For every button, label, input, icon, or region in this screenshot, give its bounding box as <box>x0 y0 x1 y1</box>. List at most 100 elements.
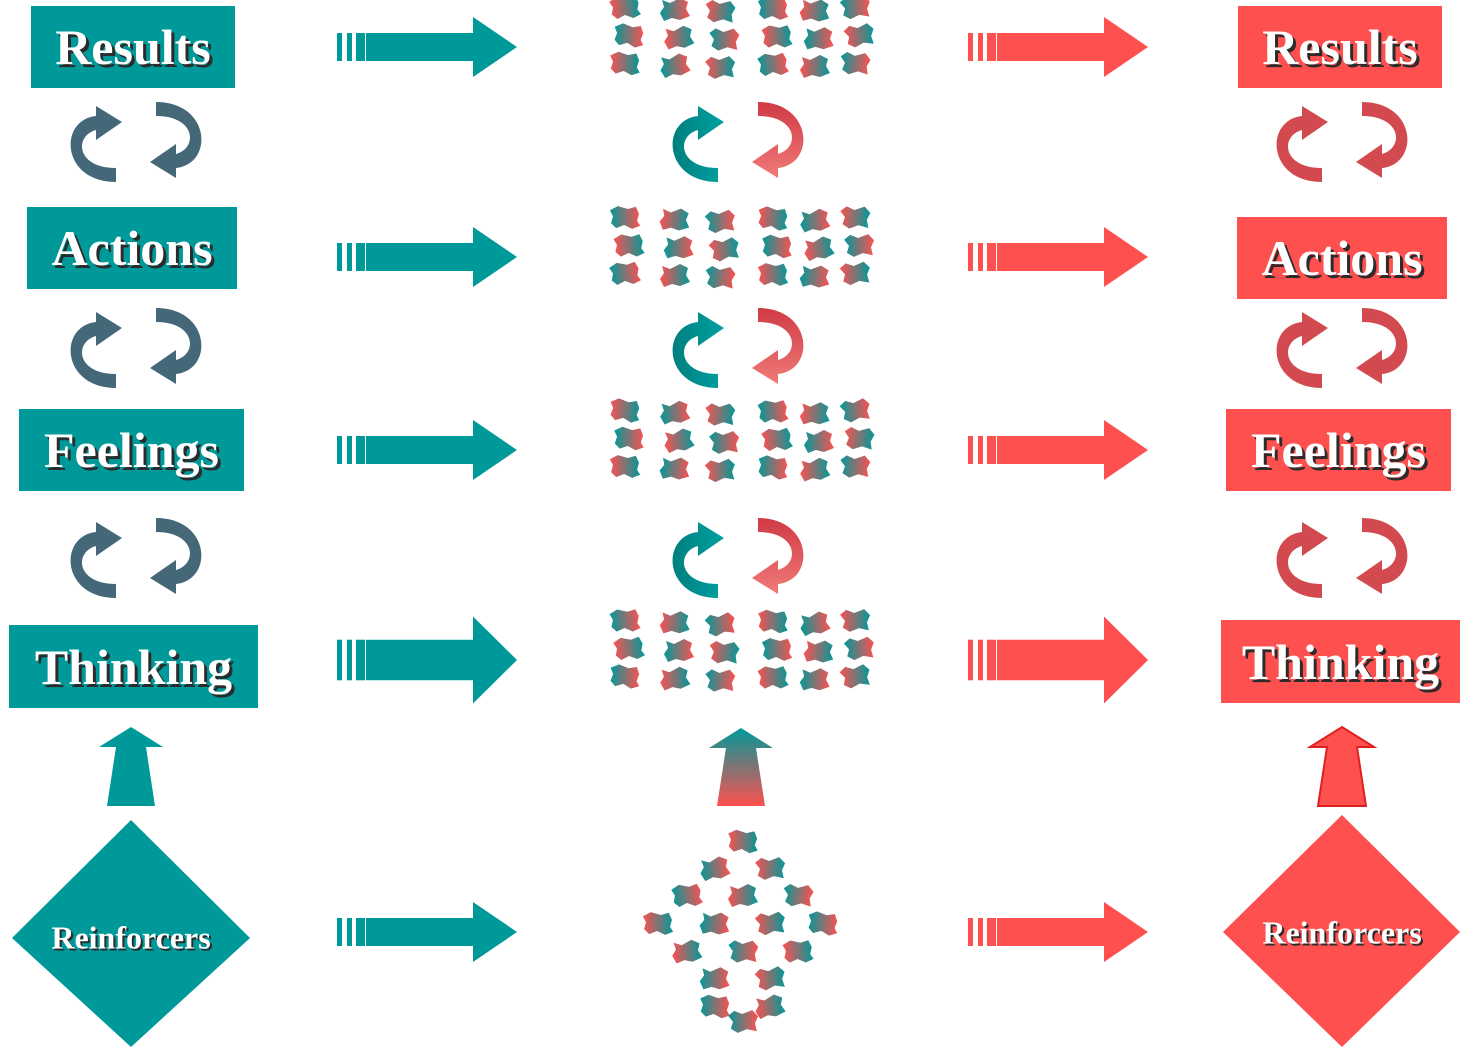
left-reinforcers-diamond <box>12 820 250 1047</box>
fragment-diamond-piece-7 <box>699 912 730 935</box>
fragment-block-0-piece-8 <box>709 28 740 51</box>
fragment-block-0-piece-0 <box>609 0 641 20</box>
fragment-block-2-piece-3 <box>757 400 789 423</box>
fragment-block-1-piece-17 <box>839 261 870 286</box>
fragment-block-3-piece-10 <box>803 640 834 663</box>
fragment-block-2-piece-13 <box>659 457 690 480</box>
fragment-block-3-piece-4 <box>800 611 831 637</box>
fragment-block-2-piece-2 <box>705 403 736 426</box>
fragment-block-3-piece-5 <box>840 609 871 632</box>
right-cycle-arrows-icon-0 <box>1276 102 1408 182</box>
fragment-block-1-piece-7 <box>663 236 694 259</box>
fragment-block-1-piece-5 <box>840 206 871 229</box>
fragment-block-1-piece-12 <box>609 261 641 286</box>
fragment-diamond-piece-9 <box>808 911 838 936</box>
coral-arrow-right-0 <box>968 17 1148 77</box>
fragment-block-1-piece-13 <box>660 264 690 287</box>
fragment-block-1-piece-3 <box>758 206 788 231</box>
fragment-block-0-piece-7 <box>664 25 695 50</box>
left-thinking-box: Thinking <box>9 625 258 708</box>
fragment-diamond-piece-0 <box>728 829 758 854</box>
fragment-block-1-piece-11 <box>844 234 875 257</box>
left-up-arrow-icon <box>99 727 163 806</box>
fragment-block-3-piece-11 <box>843 636 874 661</box>
fragment-block-3-piece-2 <box>704 612 735 637</box>
fragment-block-0-piece-17 <box>840 51 871 75</box>
left-feelings-box: Feelings <box>19 409 244 491</box>
fragment-diamond-piece-4 <box>728 884 758 907</box>
fragment-block-2-piece-5 <box>839 398 870 423</box>
fragment-diamond-piece-10 <box>672 939 703 964</box>
fragment-block-0-piece-6 <box>614 23 644 48</box>
right-reinforcers-diamond <box>1223 815 1460 1047</box>
fragment-diamond-piece-6 <box>642 912 674 935</box>
fragment-block-3-piece-14 <box>705 669 736 692</box>
fragment-diamond-piece-11 <box>728 940 759 963</box>
fragment-block-1-piece-4 <box>800 208 831 233</box>
right-cycle-arrows-icon-1 <box>1276 308 1408 388</box>
teal-arrow-right-2 <box>337 420 517 480</box>
fragment-block-2-piece-1 <box>660 400 691 425</box>
fragment-block-2-piece-17 <box>840 455 871 478</box>
fragment-block-3-piece-3 <box>758 609 788 634</box>
coral-arrow-right-2 <box>968 420 1148 480</box>
fragment-block-3-piece-15 <box>757 666 789 689</box>
fragment-block-1-piece-9 <box>762 234 792 259</box>
right-reinforcers-label: Reinforcers <box>1262 914 1422 951</box>
fragment-block-0-piece-14 <box>705 56 736 79</box>
fragment-block-2-piece-8 <box>709 431 740 454</box>
fragment-block-3-piece-9 <box>761 638 793 661</box>
right-actions-box: Actions <box>1237 217 1447 299</box>
fragment-block-1-piece-14 <box>705 265 736 289</box>
fragment-block-1-piece-0 <box>609 206 641 229</box>
fragment-diamond-piece-17 <box>728 1010 759 1033</box>
right-results-box: Results <box>1238 6 1442 88</box>
fragment-block-0-piece-1 <box>660 0 690 21</box>
fragment-block-0-piece-15 <box>757 52 789 77</box>
teal-arrow-right-0 <box>337 17 517 77</box>
fragment-block-1-piece-10 <box>804 236 835 262</box>
fragment-diamond-piece-13 <box>699 967 730 990</box>
fragment-block-1-piece-8 <box>708 237 739 262</box>
fragment-block-3-piece-7 <box>664 639 694 662</box>
fragment-block-0-piece-11 <box>843 23 874 48</box>
coral-arrow-right-1 <box>968 227 1148 287</box>
fragment-block-1-piece-15 <box>757 263 789 286</box>
fragment-block-2-piece-0 <box>610 398 640 423</box>
fragment-block-0-piece-3 <box>757 0 789 20</box>
coral-arrow-right-4 <box>968 902 1148 962</box>
fragment-block-0-piece-5 <box>839 0 870 20</box>
left-cycle-arrows-icon-0 <box>70 102 202 182</box>
fragment-block-1-piece-1 <box>659 208 690 231</box>
left-results-box: Results <box>31 6 235 88</box>
fragment-block-0-piece-13 <box>660 53 691 79</box>
left-cycle-arrows-icon-1 <box>70 308 202 388</box>
fragment-block-0-piece-10 <box>803 27 834 50</box>
right-feelings-box: Feelings <box>1226 409 1451 491</box>
fragment-diamond-piece-2 <box>755 857 786 880</box>
middle-cycle-arrows-icon-2 <box>672 518 804 598</box>
fragment-block-0-piece-12 <box>610 51 640 76</box>
fragment-block-2-piece-15 <box>758 455 788 480</box>
teal-arrow-right-3 <box>337 616 517 704</box>
middle-cycle-arrows-icon-0 <box>672 102 804 182</box>
right-thinking-box: Thinking <box>1221 620 1460 703</box>
fragment-block-2-piece-11 <box>844 426 875 450</box>
fragment-diamond-piece-1 <box>700 856 731 882</box>
fragment-diamond-piece-5 <box>783 883 814 907</box>
fragment-block-2-piece-16 <box>800 457 831 482</box>
fragment-block-0-piece-9 <box>761 25 793 48</box>
fragment-block-2-piece-6 <box>614 426 644 451</box>
fragment-block-3-piece-17 <box>839 664 870 689</box>
left-cycle-arrows-icon-2 <box>70 518 202 598</box>
fragment-block-2-piece-7 <box>664 428 695 454</box>
coral-arrow-right-3 <box>968 616 1148 704</box>
middle-up-arrow-icon <box>709 728 773 806</box>
fragment-block-3-piece-13 <box>660 666 691 691</box>
fragment-block-0-piece-2 <box>705 0 736 23</box>
teal-arrow-right-1 <box>337 227 517 287</box>
middle-cycle-arrows-icon-1 <box>672 308 804 388</box>
fragment-block-0-piece-4 <box>799 0 830 22</box>
left-actions-box: Actions <box>27 207 237 289</box>
